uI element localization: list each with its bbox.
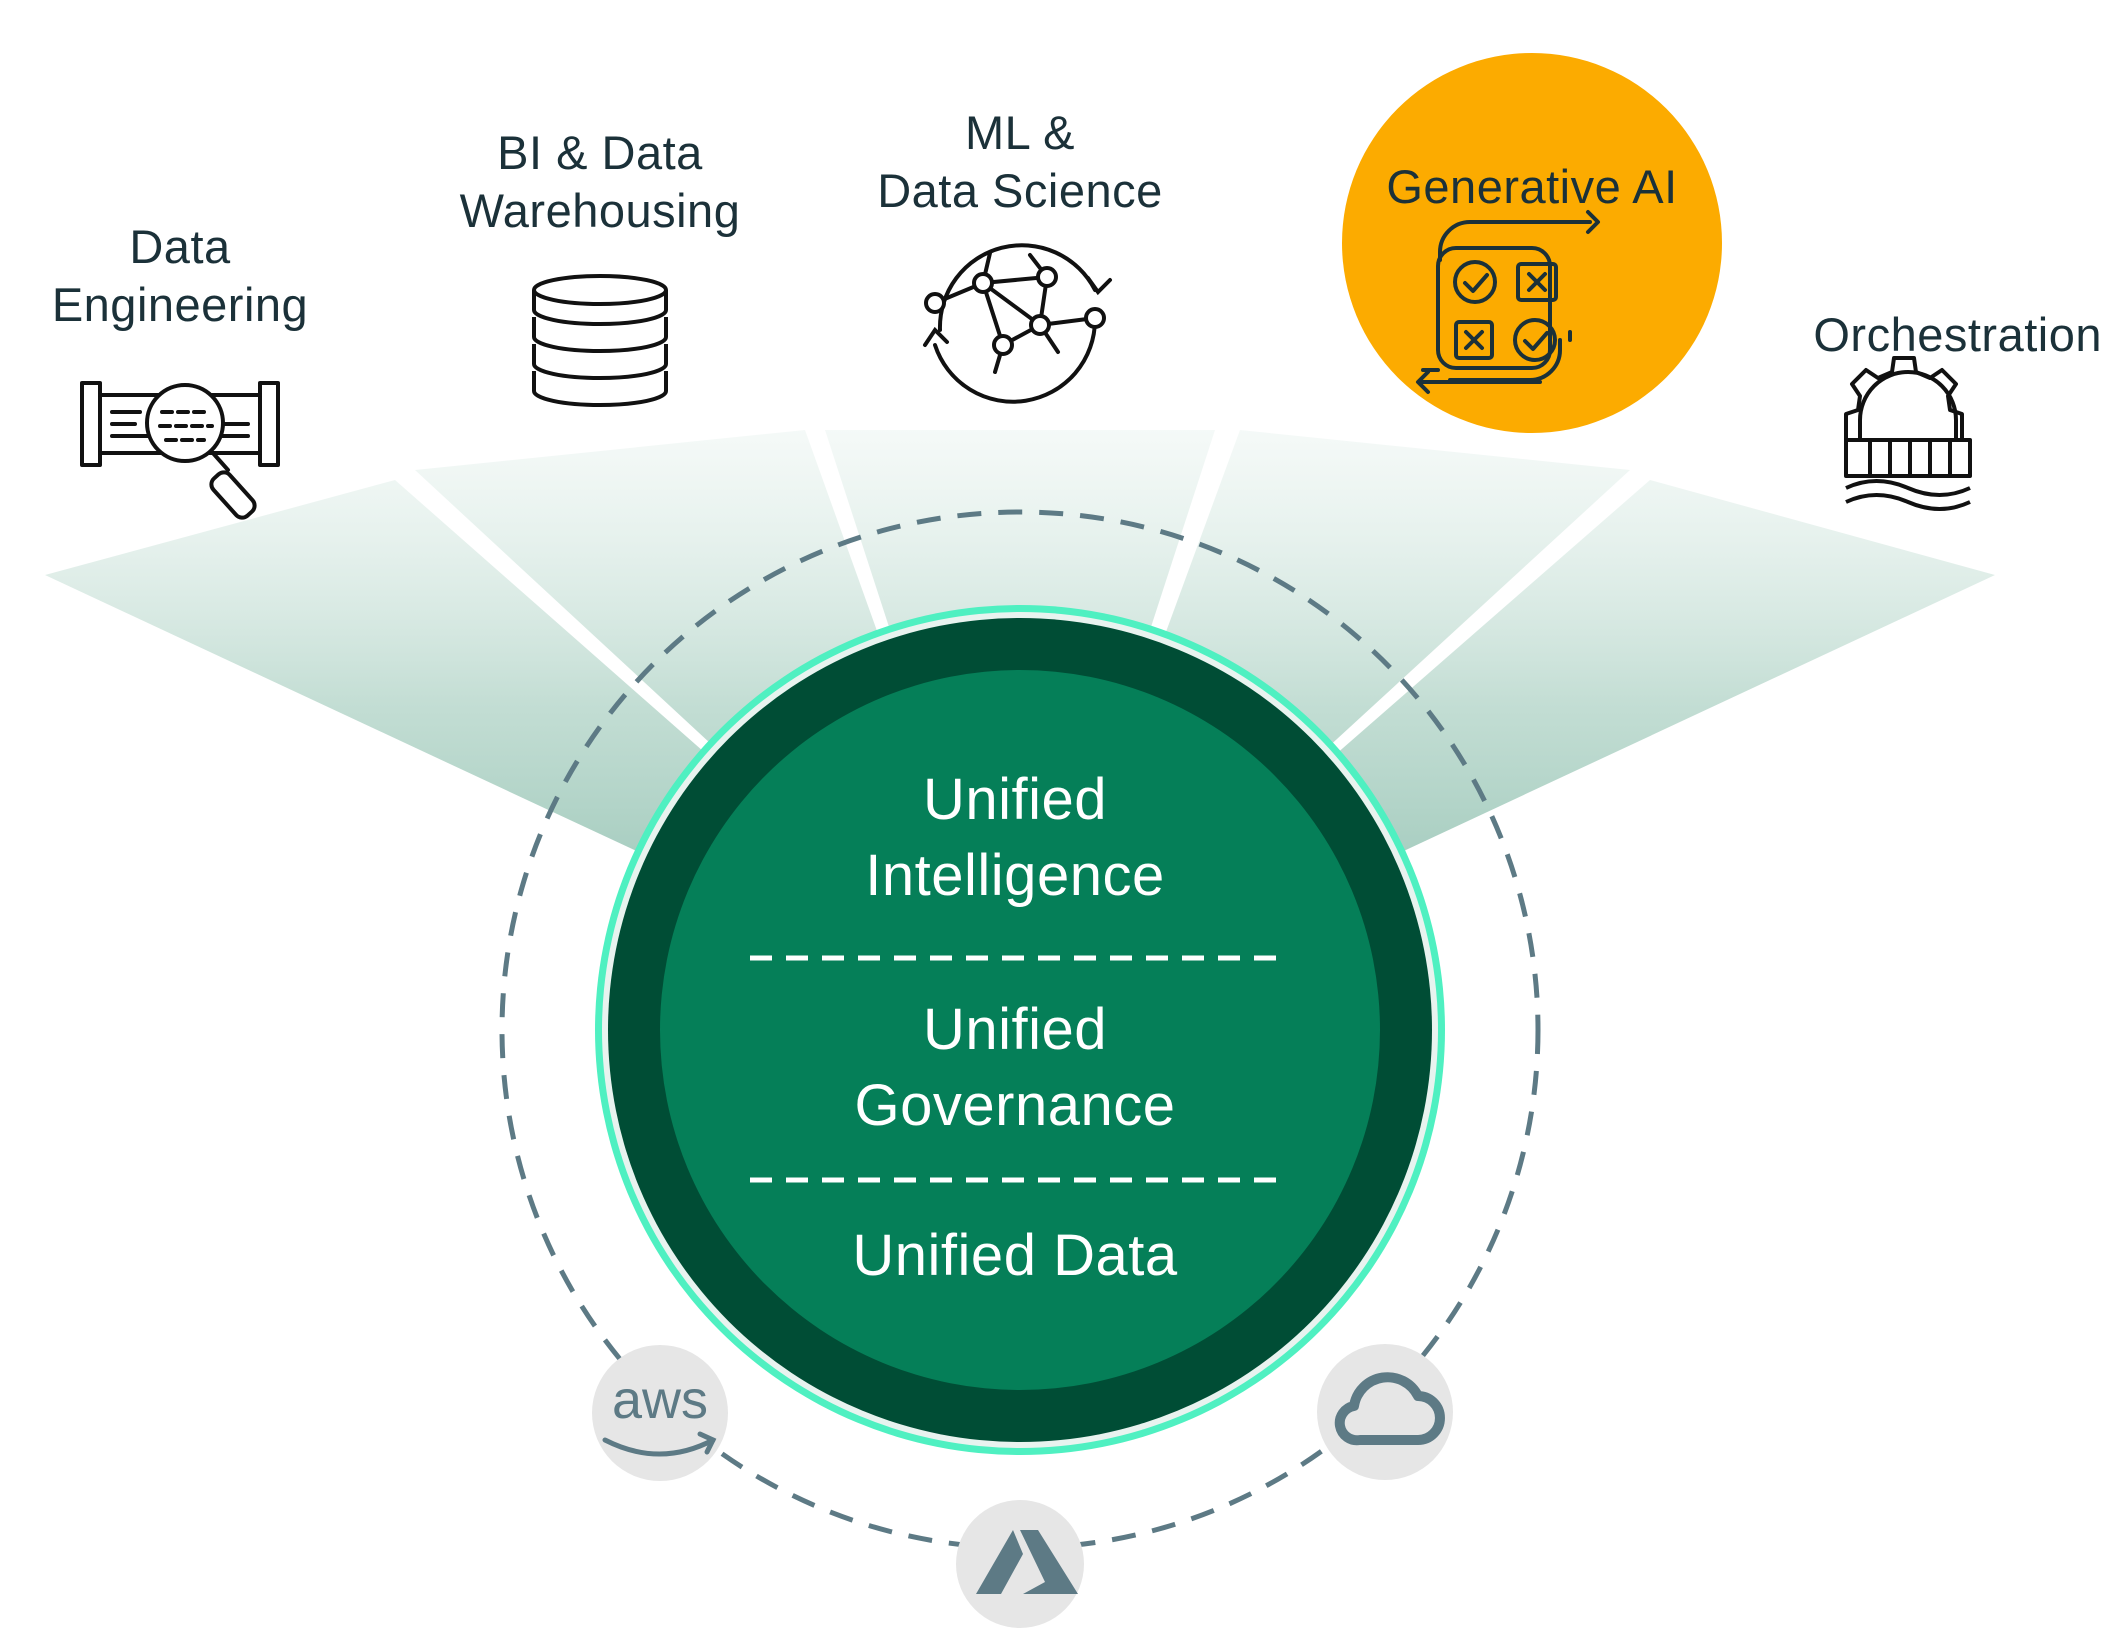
database-icon [532,274,668,407]
label-ml-data-science: ML & Data Science [877,106,1163,217]
core-platform-circle [595,605,1445,1455]
cloud-logo-icon [1334,1372,1445,1446]
aws-smile-icon [602,1437,716,1457]
checklist-swap-icon [1416,210,1600,394]
aws-logo-icon: aws [611,1370,709,1430]
pipeline-search-icon [80,381,280,520]
genai-highlight-circle [1342,53,1722,433]
layer-unified-data: Unified Data [852,1223,1178,1288]
layer-unified-governance: Unified Governance [854,997,1176,1138]
azure-logo-icon [976,1530,1078,1594]
aws-chip [592,1345,728,1481]
label-generative-ai: Generative AI [1386,160,1678,213]
azure-chip [956,1500,1084,1628]
network-cycle-icon [923,243,1112,404]
cloud-orbit [499,509,1541,1551]
gear-pipeline-icon [1844,356,1972,511]
gcp-chip [1317,1344,1453,1480]
label-orchestration: Orchestration [1813,308,2102,361]
layer-unified-intelligence: Unified Intelligence [865,767,1165,908]
core-fill [660,670,1380,1390]
label-bi-data-warehousing: BI & Data Warehousing [459,126,741,237]
label-data-engineering: Data Engineering [51,220,309,331]
